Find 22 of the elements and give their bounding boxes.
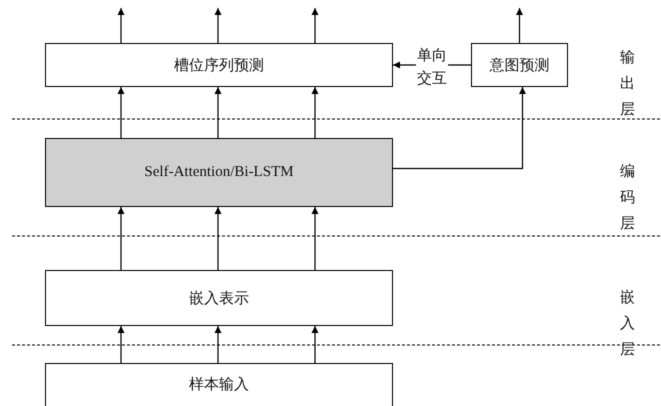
arrow [118, 8, 124, 43]
layer-label: 输出层 [620, 49, 636, 120]
process-box: 样本输入 [45, 363, 393, 406]
process-box: 槽位序列预测 [45, 43, 393, 87]
process-box: Self-Attention/Bi-LSTM [45, 138, 393, 207]
arrow [118, 207, 124, 270]
arrow [118, 87, 124, 138]
arrow [214, 326, 222, 363]
layer-label: 嵌入层 [620, 288, 636, 360]
process-box: 意图预测 [471, 43, 568, 87]
arrow [312, 8, 318, 43]
arrow [214, 207, 222, 270]
arrow [312, 326, 318, 363]
arrow [516, 8, 523, 43]
process-box: 嵌入表示 [45, 270, 393, 326]
arrow [393, 87, 526, 170]
arrow [312, 207, 318, 270]
arrow [312, 87, 318, 138]
arrow [118, 326, 124, 363]
layer-label: 编码层 [620, 162, 636, 234]
arrow [214, 8, 222, 43]
arrow [214, 87, 222, 138]
